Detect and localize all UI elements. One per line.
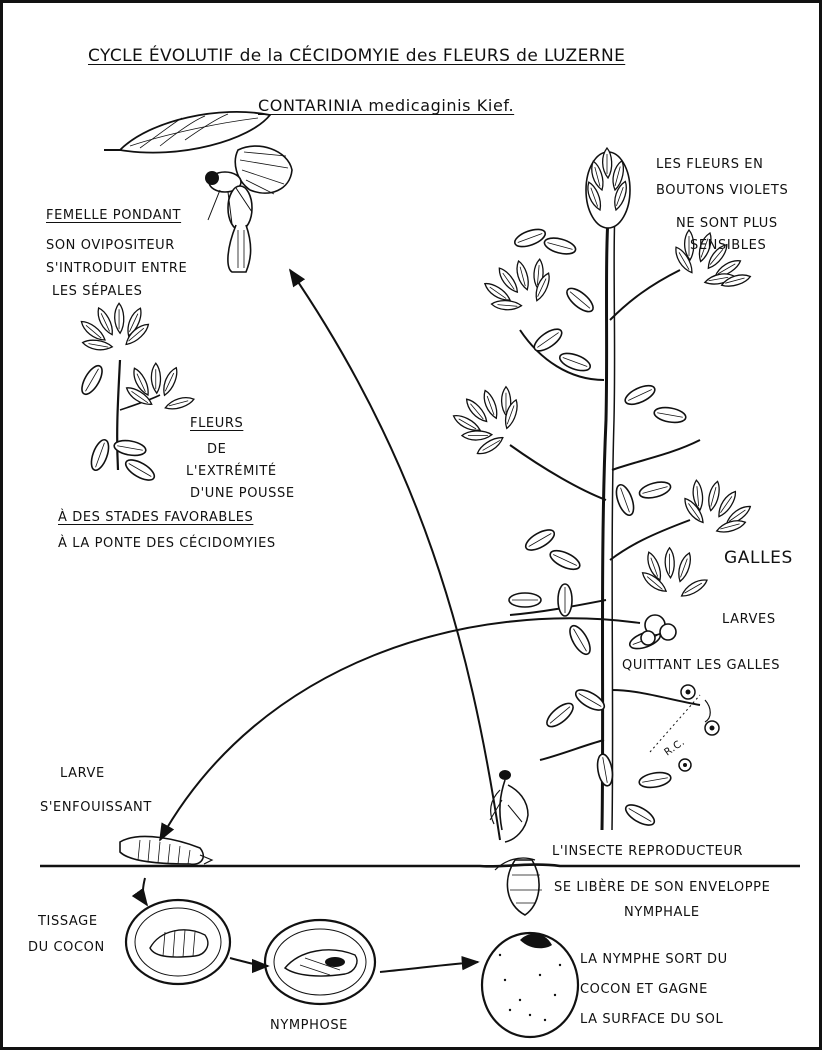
label-sort-1: LA NYMPHE SORT DU	[580, 952, 728, 968]
cocoon-1-illustration	[126, 900, 230, 984]
cocoon-3-illustration	[482, 933, 578, 1037]
label-violets-2: BOUTONS VIOLETS	[656, 183, 788, 199]
label-extremite: L'EXTRÉMITÉ	[186, 464, 277, 480]
label-oviposition-3: LES SÉPALES	[52, 284, 143, 300]
dropping-larvae	[650, 685, 719, 771]
diagram-title: CYCLE ÉVOLUTIF de la CÉCIDOMYIE des FLEU…	[88, 48, 625, 64]
label-enfouissant: S'ENFOUISSANT	[40, 800, 152, 816]
label-sort-3: LA SURFACE DU SOL	[580, 1012, 723, 1028]
label-nymphose: NYMPHOSE	[270, 1018, 348, 1034]
ground-line	[40, 865, 800, 867]
arrow-emergence-to-female	[290, 270, 500, 840]
arrow-nymphose-to-cocoon3	[380, 962, 478, 972]
label-quittant: QUITTANT LES GALLES	[622, 658, 780, 674]
label-oviposition-1: SON OVIPOSITEUR	[46, 238, 175, 254]
emerging-insect-illustration	[490, 770, 542, 915]
label-ponte: À LA PONTE DES CÉCIDOMYIES	[58, 536, 276, 552]
label-larves: LARVES	[722, 612, 776, 628]
label-femelle-pondant: FEMELLE PONDANT	[46, 208, 181, 224]
diagram-subtitle: CONTARINIA medicaginis Kief.	[258, 98, 514, 114]
label-stades: À DES STADES FAVORABLES	[58, 510, 253, 526]
label-libere: SE LIBÈRE DE SON ENVELOPPE	[554, 880, 770, 896]
label-nymphale: NYMPHALE	[624, 905, 700, 921]
label-violets-4: SENSIBLES	[690, 238, 766, 254]
label-oviposition-2: S'INTRODUIT ENTRE	[46, 261, 187, 277]
label-larve: LARVE	[60, 766, 105, 782]
label-sort-2: COCON ET GAGNE	[580, 982, 708, 998]
label-fleurs: FLEURS	[190, 416, 243, 432]
arrow-larvae-to-ground	[160, 618, 640, 840]
label-pousse: D'UNE POUSSE	[190, 486, 295, 502]
label-galles: GALLES	[724, 550, 793, 566]
arrow-cocoon-to-nymphose	[230, 958, 268, 966]
label-tissage-1: TISSAGE	[38, 914, 98, 930]
label-violets-1: LES FLEURS EN	[656, 157, 763, 173]
arrow-ground-to-cocoon	[143, 878, 147, 905]
label-tissage-2: DU COCON	[28, 940, 105, 956]
label-violets-3: NE SONT PLUS	[676, 216, 778, 232]
label-de: DE	[207, 442, 226, 458]
cocoon-2-illustration	[265, 920, 375, 1004]
small-shoot-illustration	[75, 298, 203, 484]
label-insecte: L'INSECTE REPRODUCTEUR	[552, 844, 743, 860]
larva-on-ground-illustration	[120, 836, 212, 864]
